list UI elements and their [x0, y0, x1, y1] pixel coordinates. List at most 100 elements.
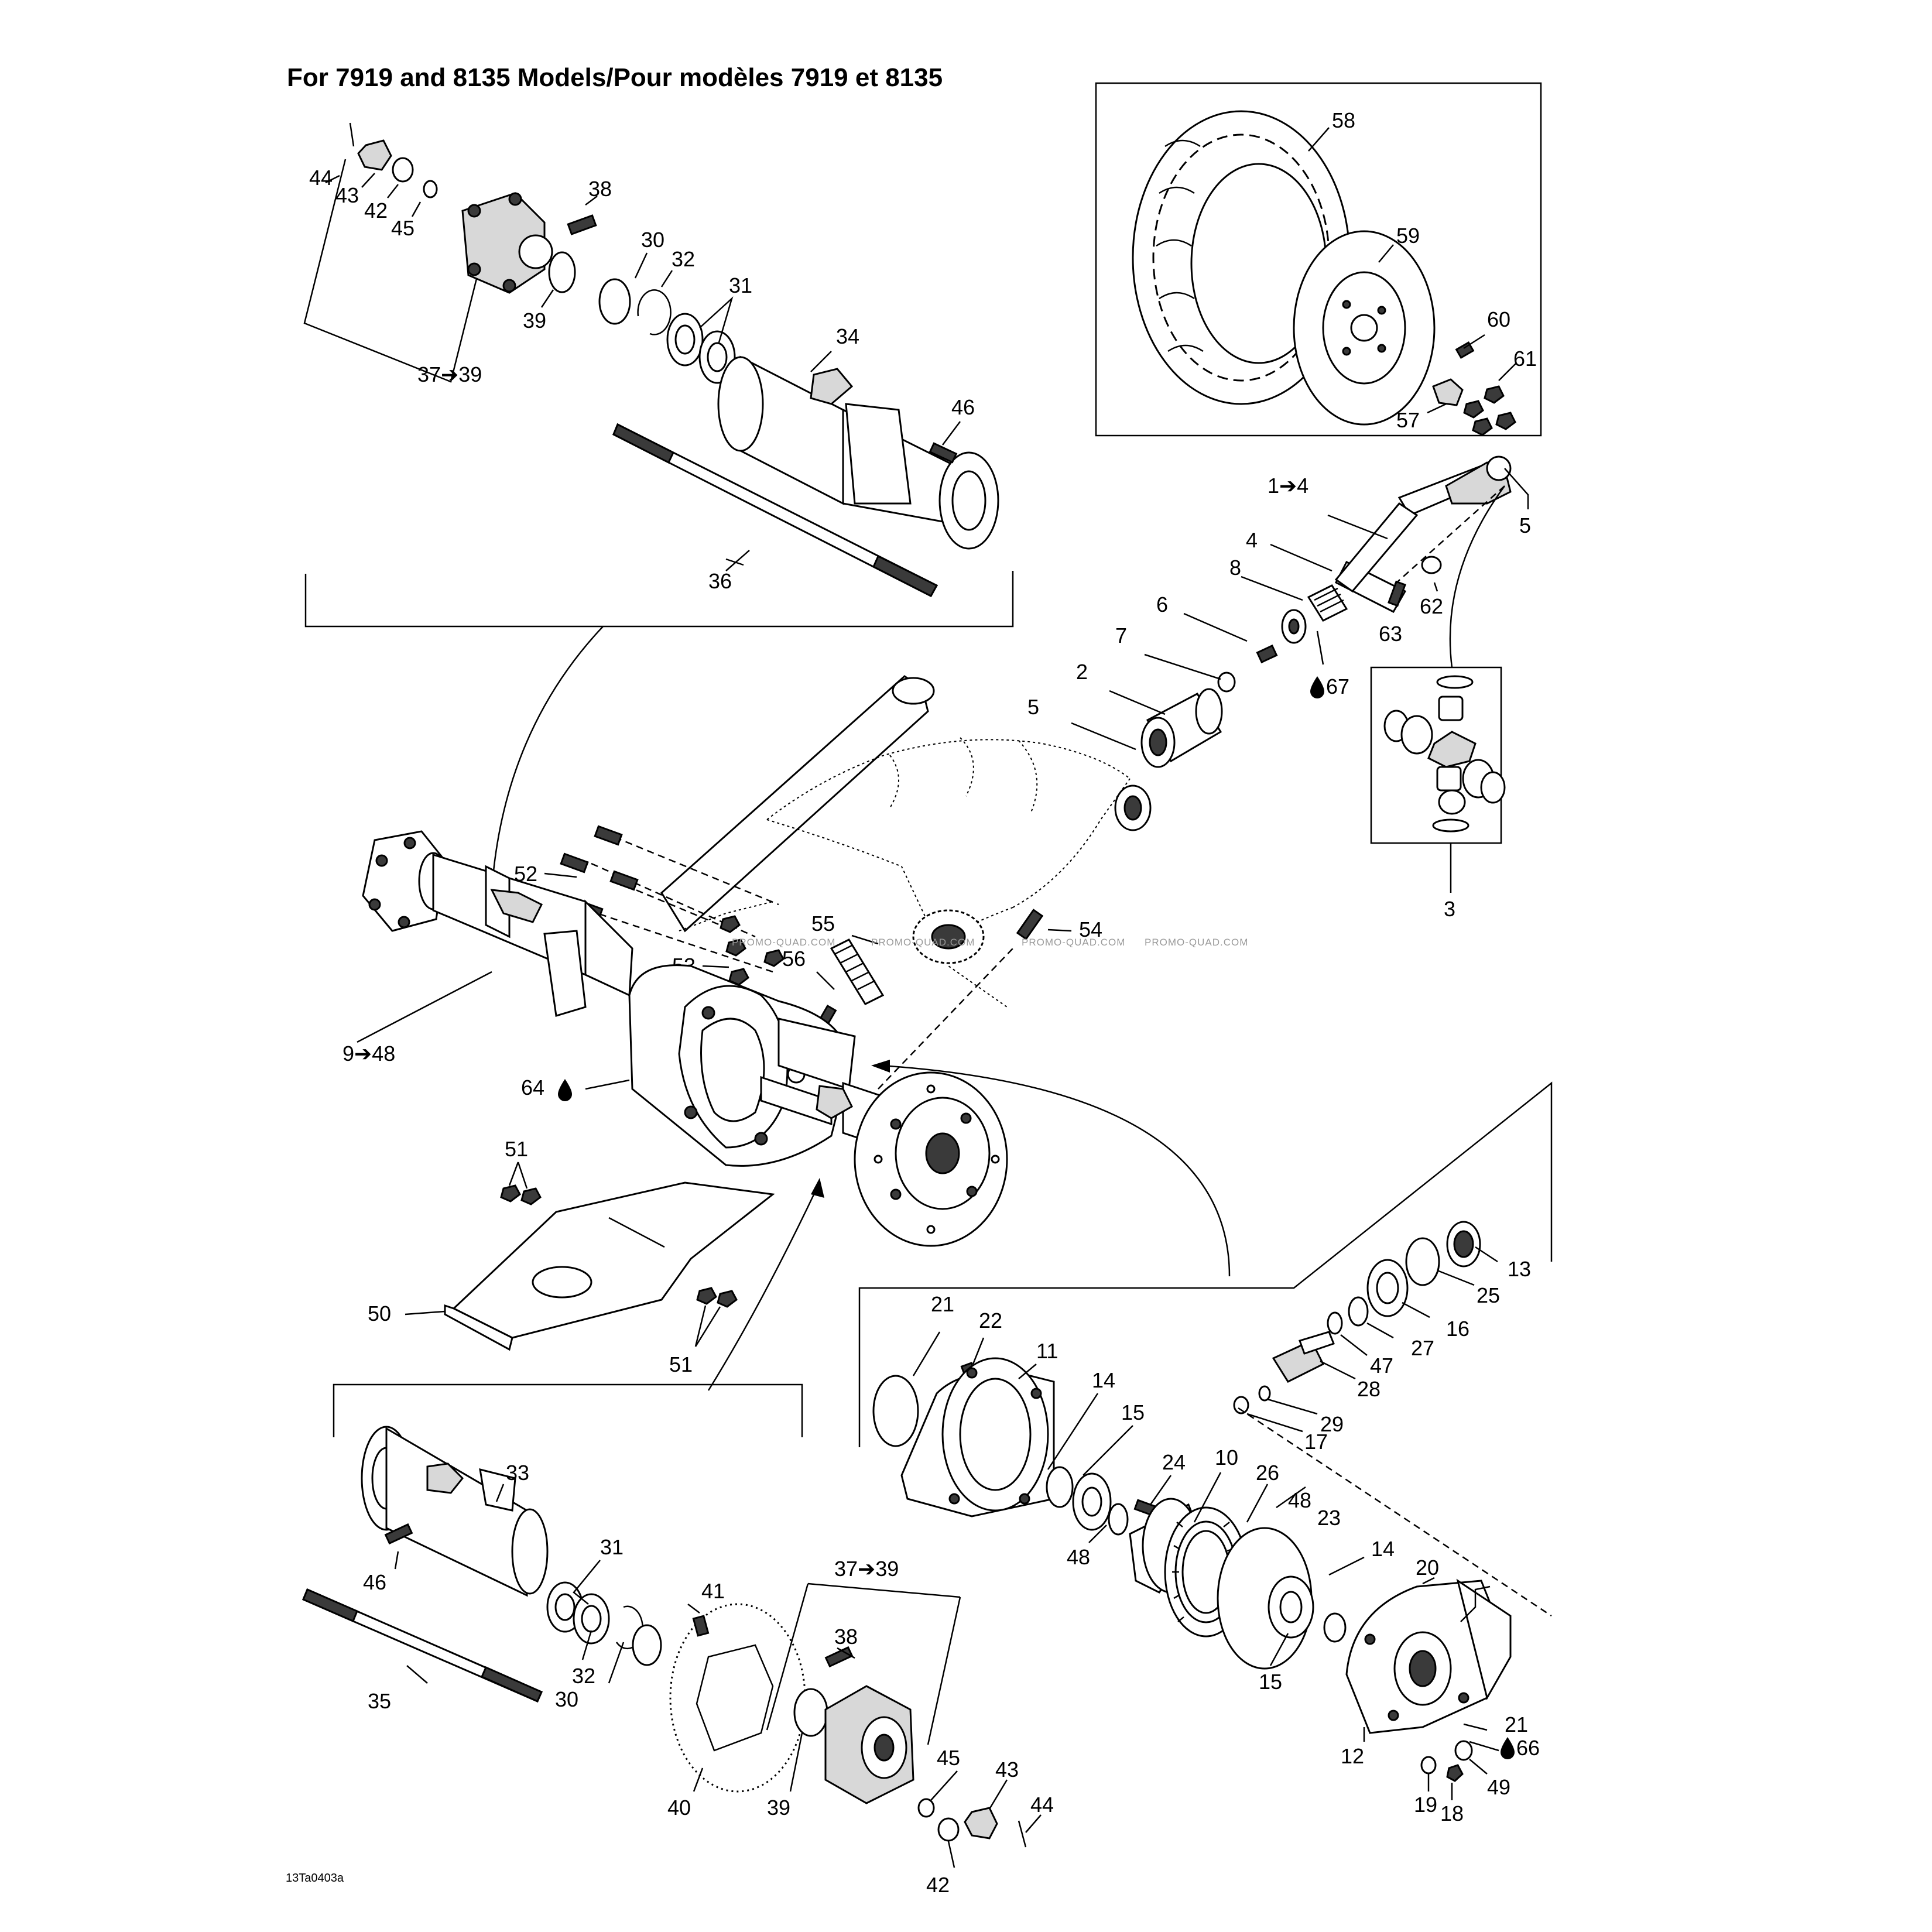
callout-16: 16 — [1446, 1317, 1469, 1341]
skid-plate-group: 51 51 50 — [368, 1137, 775, 1376]
bearing-15 — [1072, 1472, 1112, 1531]
seal-39b — [793, 1688, 828, 1737]
callout-13: 13 — [1508, 1257, 1531, 1281]
housing-11 — [900, 1357, 1055, 1517]
callout-37-39: 37➔39 — [417, 362, 482, 386]
callout-44: 44 — [309, 166, 333, 190]
spring-7 — [1256, 644, 1278, 664]
bolt-46b — [384, 1523, 413, 1545]
upper-axle-group: 44 43 42 45 38 39 37➔39 30 32 31 34 46 3… — [303, 122, 999, 597]
bolt-63 — [1388, 580, 1406, 607]
washer-45 — [423, 180, 438, 198]
cotter-pin-44b — [1018, 1820, 1027, 1848]
page-title: For 7919 and 8135 Models/Pour modèles 79… — [287, 63, 943, 92]
ujoint-inset: 3 — [1370, 666, 1506, 921]
watermark-1: PROMO-QUAD.COM — [732, 937, 835, 948]
wheel-bolt-60 — [1455, 341, 1475, 359]
cotter-pin-44 — [349, 122, 355, 147]
watermark-4: PROMO-QUAD.COM — [1145, 937, 1248, 948]
lower-axle-group: 33 46 31 32 30 35 41 37➔39 38 39 40 45 4… — [302, 1426, 1054, 1897]
callout-23: 23 — [1317, 1506, 1341, 1530]
bearing-15b — [1268, 1575, 1314, 1639]
drawing-code: 13Ta0403a — [286, 1872, 344, 1885]
callout-50: 50 — [368, 1301, 391, 1325]
callout-8: 8 — [1229, 556, 1241, 580]
callout-21b: 21 — [1505, 1712, 1528, 1736]
callout-46: 46 — [951, 395, 975, 419]
propeller-shaft-4 — [1334, 455, 1512, 613]
callout-47: 47 — [1370, 1354, 1393, 1378]
bolt-54 — [1016, 909, 1044, 940]
callout-18: 18 — [1440, 1801, 1464, 1825]
boot-2 — [1140, 688, 1223, 768]
plug-18 — [1446, 1764, 1464, 1782]
seal-13 — [1446, 1221, 1481, 1268]
callout-44b: 44 — [1030, 1793, 1054, 1817]
callout-29: 29 — [1320, 1412, 1344, 1436]
callout-3: 3 — [1444, 897, 1455, 921]
callout-38b: 38 — [834, 1625, 858, 1649]
callout-40: 40 — [667, 1796, 691, 1820]
washer-45b — [917, 1798, 935, 1818]
bolt-41 — [692, 1615, 710, 1637]
washer-47 — [1327, 1311, 1343, 1335]
callout-51-top: 51 — [505, 1137, 528, 1161]
brake-disc-hub — [854, 1071, 1008, 1247]
lower-group-bracket — [333, 1383, 803, 1437]
callout-32: 32 — [672, 247, 695, 271]
seal-14b — [1323, 1612, 1347, 1643]
seal-30 — [598, 278, 631, 325]
washer-42b — [937, 1817, 960, 1842]
coupler-8 — [1307, 584, 1348, 622]
callout-10: 10 — [1215, 1445, 1238, 1469]
callout-32b: 32 — [572, 1664, 595, 1688]
rear-axle-assembly: 9➔48 64 — [342, 830, 1008, 1247]
washer-7b — [1217, 672, 1236, 693]
callout-60: 60 — [1487, 307, 1510, 331]
callout-49: 49 — [1487, 1775, 1510, 1799]
bolt-46 — [929, 442, 958, 464]
callout-33: 33 — [506, 1461, 529, 1485]
callout-22: 22 — [979, 1308, 1002, 1332]
bearing-16 — [1366, 1259, 1409, 1317]
cover-12 — [1345, 1578, 1512, 1734]
stud-38 — [567, 214, 597, 235]
callout-58: 58 — [1332, 108, 1355, 132]
callout-20: 20 — [1416, 1556, 1439, 1580]
callout-25: 25 — [1477, 1283, 1500, 1307]
brake-disc-40 — [669, 1603, 806, 1793]
nuts-53 — [720, 915, 785, 986]
oil-drop-icon — [1310, 676, 1324, 698]
seal-30b — [632, 1624, 662, 1666]
rim-59 — [1293, 230, 1436, 426]
callout-38: 38 — [588, 177, 612, 201]
callout-26: 26 — [1256, 1461, 1279, 1485]
callout-41: 41 — [701, 1579, 725, 1603]
differential-group-bracket — [858, 1081, 1553, 1447]
callout-34: 34 — [836, 324, 859, 348]
callout-9-48: 9➔48 — [342, 1042, 395, 1066]
bearings-31b — [546, 1581, 610, 1645]
breather-20 — [1460, 1585, 1491, 1622]
callout-15: 15 — [1121, 1400, 1145, 1424]
washer-62 — [1421, 556, 1442, 574]
callout-43b: 43 — [995, 1758, 1019, 1782]
spring-55 — [830, 938, 885, 1005]
axle-tube-33 — [361, 1426, 549, 1597]
pinion-28 — [1272, 1331, 1335, 1383]
callout-56: 56 — [782, 947, 806, 971]
callout-45b: 45 — [937, 1746, 960, 1770]
differential-group: 21 22 11 14 15 24 10 26 48 23 48 14 20 1… — [872, 1221, 1552, 1825]
callout-43: 43 — [335, 183, 359, 207]
seal-14 — [1046, 1466, 1074, 1508]
bushing-6 — [1281, 609, 1307, 644]
swing-arm-frame: 52 53 54 55 56 — [514, 675, 1152, 1090]
axle-tube-34 — [717, 355, 999, 550]
callout-12: 12 — [1341, 1744, 1364, 1768]
plug-49 — [1454, 1740, 1473, 1761]
callout-57: 57 — [1396, 408, 1420, 432]
callout-4: 4 — [1246, 528, 1258, 552]
callout-5: 5 — [1027, 695, 1039, 719]
callout-42: 42 — [364, 198, 388, 222]
